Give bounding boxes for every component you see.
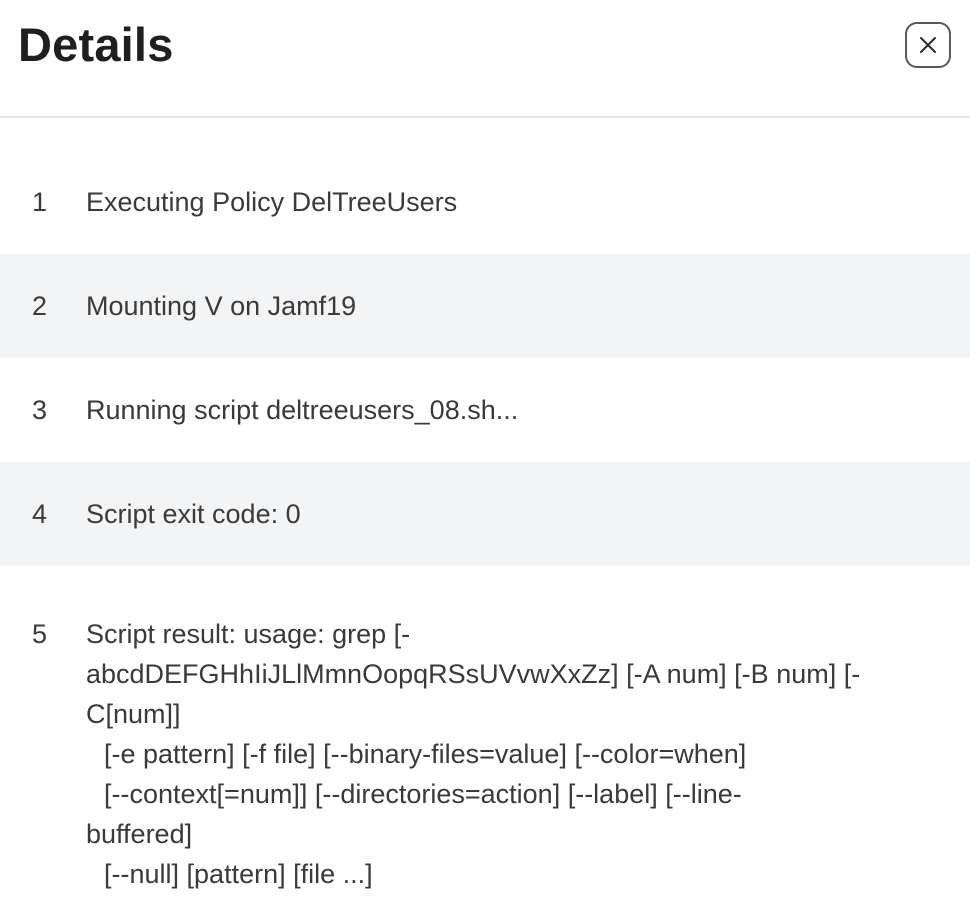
line-text: Script result: usage: grep [- abcdDEFGHh…: [86, 619, 861, 889]
line-number: 4: [32, 499, 48, 529]
close-icon: [919, 36, 937, 54]
log-list: 1 Executing Policy DelTreeUsers 2 Mounti…: [0, 150, 970, 924]
log-line: 5 Script result: usage: grep [- abcdDEFG…: [0, 566, 970, 924]
line-number: 1: [32, 187, 48, 217]
details-header: Details: [0, 0, 970, 118]
log-line: 1 Executing Policy DelTreeUsers: [0, 150, 970, 254]
log-line: 2 Mounting V on Jamf19: [0, 254, 970, 358]
line-text: Script exit code: 0: [86, 499, 301, 529]
line-text: Running script deltreeusers_08.sh...: [86, 395, 519, 425]
line-number: 2: [32, 291, 48, 321]
line-number: 5: [32, 619, 48, 649]
line-number: 3: [32, 395, 48, 425]
page-title: Details: [18, 18, 174, 71]
line-text: Executing Policy DelTreeUsers: [86, 187, 458, 217]
close-button[interactable]: [905, 22, 951, 68]
log-line: 4 Script exit code: 0: [0, 462, 970, 566]
line-text: Mounting V on Jamf19: [86, 291, 357, 321]
log-line: 3 Running script deltreeusers_08.sh...: [0, 358, 970, 462]
